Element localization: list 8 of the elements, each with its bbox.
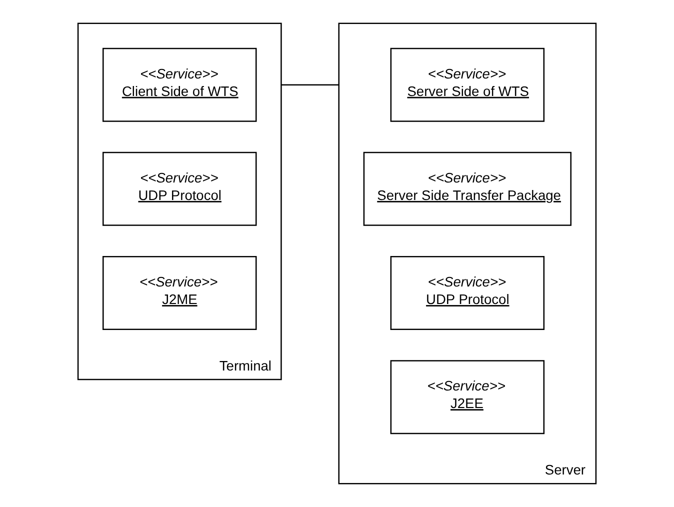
node-box: <<Service>> Server Side of WTS [390, 48, 545, 122]
node-box: <<Service>> UDP Protocol [102, 152, 257, 226]
node-box: <<Service>> J2EE [390, 360, 545, 434]
node-box: <<Service>> J2ME [102, 256, 257, 330]
node-box: <<Service>> UDP Protocol [390, 256, 545, 330]
connector [281, 84, 339, 86]
node-box: <<Service>> Client Side of WTS [102, 48, 257, 122]
node-box: <<Service>> Server Side Transfer Package [363, 152, 572, 226]
